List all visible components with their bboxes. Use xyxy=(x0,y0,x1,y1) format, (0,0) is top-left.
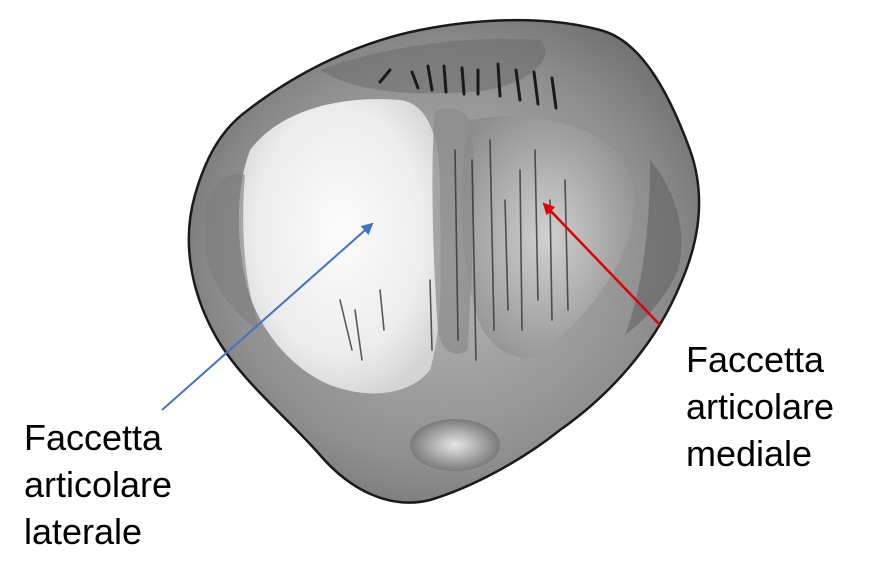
shading-ridge xyxy=(432,108,474,354)
lateral-label-line-3: laterale xyxy=(24,508,172,555)
medial-label-line-1: Faccetta xyxy=(686,336,834,383)
medial-label-line-3: mediale xyxy=(686,430,834,477)
inferior-pole-shading xyxy=(410,419,500,471)
lateral-label-line-2: articolare xyxy=(24,461,172,508)
medial-facet-label: Faccetta articolare mediale xyxy=(686,336,834,477)
lateral-facet-label: Faccetta articolare laterale xyxy=(24,414,172,555)
lateral-label-line-1: Faccetta xyxy=(24,414,172,461)
medial-label-line-2: articolare xyxy=(686,383,834,430)
